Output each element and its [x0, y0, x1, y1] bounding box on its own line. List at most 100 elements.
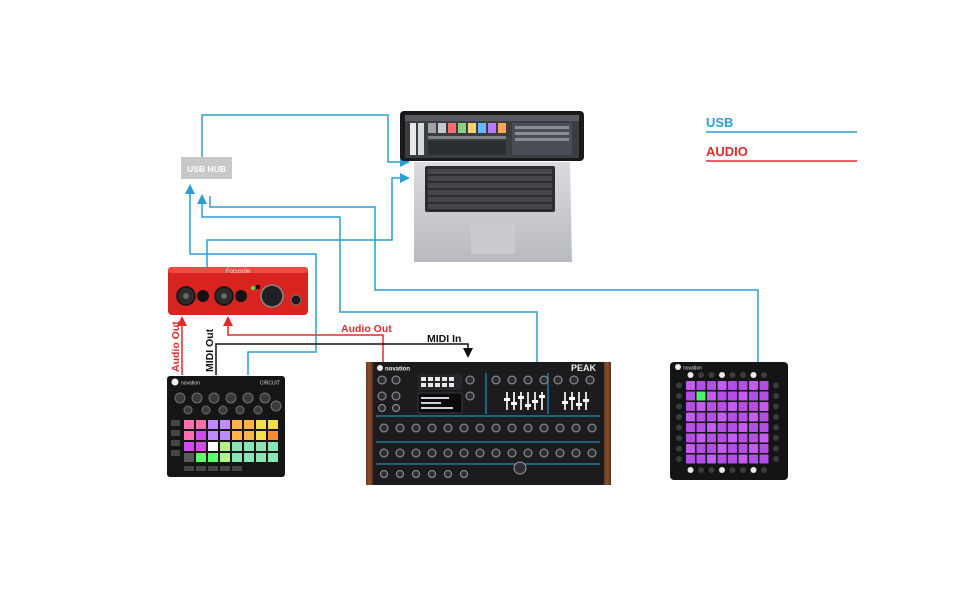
- launchpad-round-button: [729, 467, 736, 473]
- circuit-name: CIRCUIT: [260, 381, 280, 387]
- launchpad-pad: [707, 433, 716, 443]
- launchpad-round-button: [719, 372, 725, 378]
- launchpad-side-button: [773, 403, 779, 410]
- launchpad-pad: [707, 412, 716, 422]
- peak-knobs: [377, 375, 597, 478]
- launchpad-pad: [686, 381, 695, 390]
- launchpad-round-button: [761, 467, 767, 473]
- monitor-knob: [260, 284, 284, 308]
- launchpad-side-button: [676, 424, 682, 431]
- launchpad-pad: [759, 454, 769, 464]
- launchpad-pad: [738, 433, 748, 443]
- launchpad-pad: [728, 423, 737, 432]
- launchpad-pad: [738, 444, 748, 453]
- launchpad-pad: [707, 454, 716, 464]
- launchpad-pad: [717, 412, 727, 422]
- launchpad-side-button: [773, 445, 779, 452]
- launchpad-side-button: [773, 414, 779, 420]
- launchpad-pad: [728, 381, 737, 390]
- launchpad-pad: [728, 391, 737, 401]
- launchpad-side-button: [676, 456, 682, 462]
- launchpad-pad: [686, 412, 695, 422]
- audio-cables: [177, 316, 384, 375]
- launchpad-pad: [749, 391, 758, 401]
- launchpad-side-button: [773, 435, 779, 441]
- launchpad-pad: [738, 402, 748, 411]
- launchpad-round-button: [698, 372, 704, 378]
- launchpad-pad: [696, 433, 706, 443]
- launchpad-pad: [738, 412, 748, 422]
- peak-brand: novation: [385, 367, 410, 373]
- launchpad-pad: [717, 381, 727, 390]
- circuit-brand: novation: [181, 381, 200, 387]
- launchpad-pad-grid: [686, 381, 769, 464]
- launchpad-side-button: [773, 393, 779, 399]
- usb-cable-interface-laptop: [206, 173, 410, 268]
- launchpad-round-button: [719, 467, 725, 473]
- laptop: [400, 111, 584, 262]
- launchpad-pad: [749, 412, 758, 422]
- launchpad-pad: [696, 381, 706, 390]
- launchpad-pad: [749, 454, 758, 464]
- launchpad-round-button: [750, 372, 757, 378]
- launchpad-pad: [696, 391, 706, 401]
- launchpad-pad: [707, 381, 716, 390]
- launchpad-pad: [717, 391, 727, 401]
- launchpad-side-button: [773, 424, 779, 431]
- launchpad-pad: [696, 412, 706, 422]
- launchpad-round-button: [740, 372, 746, 378]
- launchpad-round-button: [687, 372, 694, 378]
- launchpad-side-button: [676, 382, 682, 389]
- launchpad-pad: [707, 391, 716, 401]
- usb-cable-circuit-hub: [185, 184, 317, 375]
- launchpad-pad: [717, 444, 727, 453]
- launchpad-pad: [759, 444, 769, 453]
- launchpad-pad: [686, 391, 695, 401]
- launchpad-pad: [749, 433, 758, 443]
- launchpad-pad: [686, 433, 695, 443]
- launchpad-pad: [686, 423, 695, 432]
- launchpad-pad: [749, 423, 758, 432]
- peak-name: PEAK: [571, 363, 597, 373]
- launchpad-pad: [749, 402, 758, 411]
- launchpad-pad: [749, 444, 758, 453]
- launchpad-pad: [696, 454, 706, 464]
- launchpad-pad: [728, 402, 737, 411]
- gain-knob-2: [235, 290, 247, 302]
- launchpad-pad: [749, 381, 758, 390]
- launchpad-round-button: [729, 372, 736, 378]
- launchpad-pad: [728, 454, 737, 464]
- audio-cable-peak-interface: [223, 316, 384, 362]
- launchpad-pad: [686, 402, 695, 411]
- launchpad-side-button: [676, 393, 682, 399]
- launchpad-side-button: [676, 403, 682, 410]
- launchpad-round-button: [750, 467, 757, 473]
- launchpad-pad: [728, 433, 737, 443]
- midi-cable-circuit-peak: [215, 343, 473, 375]
- launchpad-pad: [696, 402, 706, 411]
- launchpad-side-button: [676, 414, 682, 420]
- launchpad-pad: [759, 381, 769, 390]
- launchpad-pad: [738, 423, 748, 432]
- launchpad-pad: [707, 423, 716, 432]
- midi-cables: [215, 343, 473, 375]
- midi-out-label: MIDI Out: [204, 328, 216, 372]
- launchpad-side-button: [773, 382, 779, 389]
- usb-cables: [185, 114, 759, 375]
- gain-knob-1: [197, 290, 209, 302]
- launchpad-pad: [759, 412, 769, 422]
- launchpad-side-button: [676, 435, 682, 441]
- circuit-groovebox: novation CIRCUIT: [167, 376, 285, 477]
- audio-out-label-left: Audio Out: [170, 321, 182, 372]
- legend: USB AUDIO: [706, 115, 857, 162]
- legend-audio-label: AUDIO: [706, 144, 748, 159]
- launchpad-pad: [759, 423, 769, 432]
- launchpad-pad: [686, 454, 695, 464]
- launchpad-brand: novation: [683, 366, 702, 372]
- launchpad-round-button: [761, 372, 767, 378]
- peak-synth: novation PEAK: [366, 362, 611, 485]
- launchpad-pad: [707, 402, 716, 411]
- launchpad-pad: [717, 423, 727, 432]
- usb-cable-peak-hub: [197, 194, 538, 362]
